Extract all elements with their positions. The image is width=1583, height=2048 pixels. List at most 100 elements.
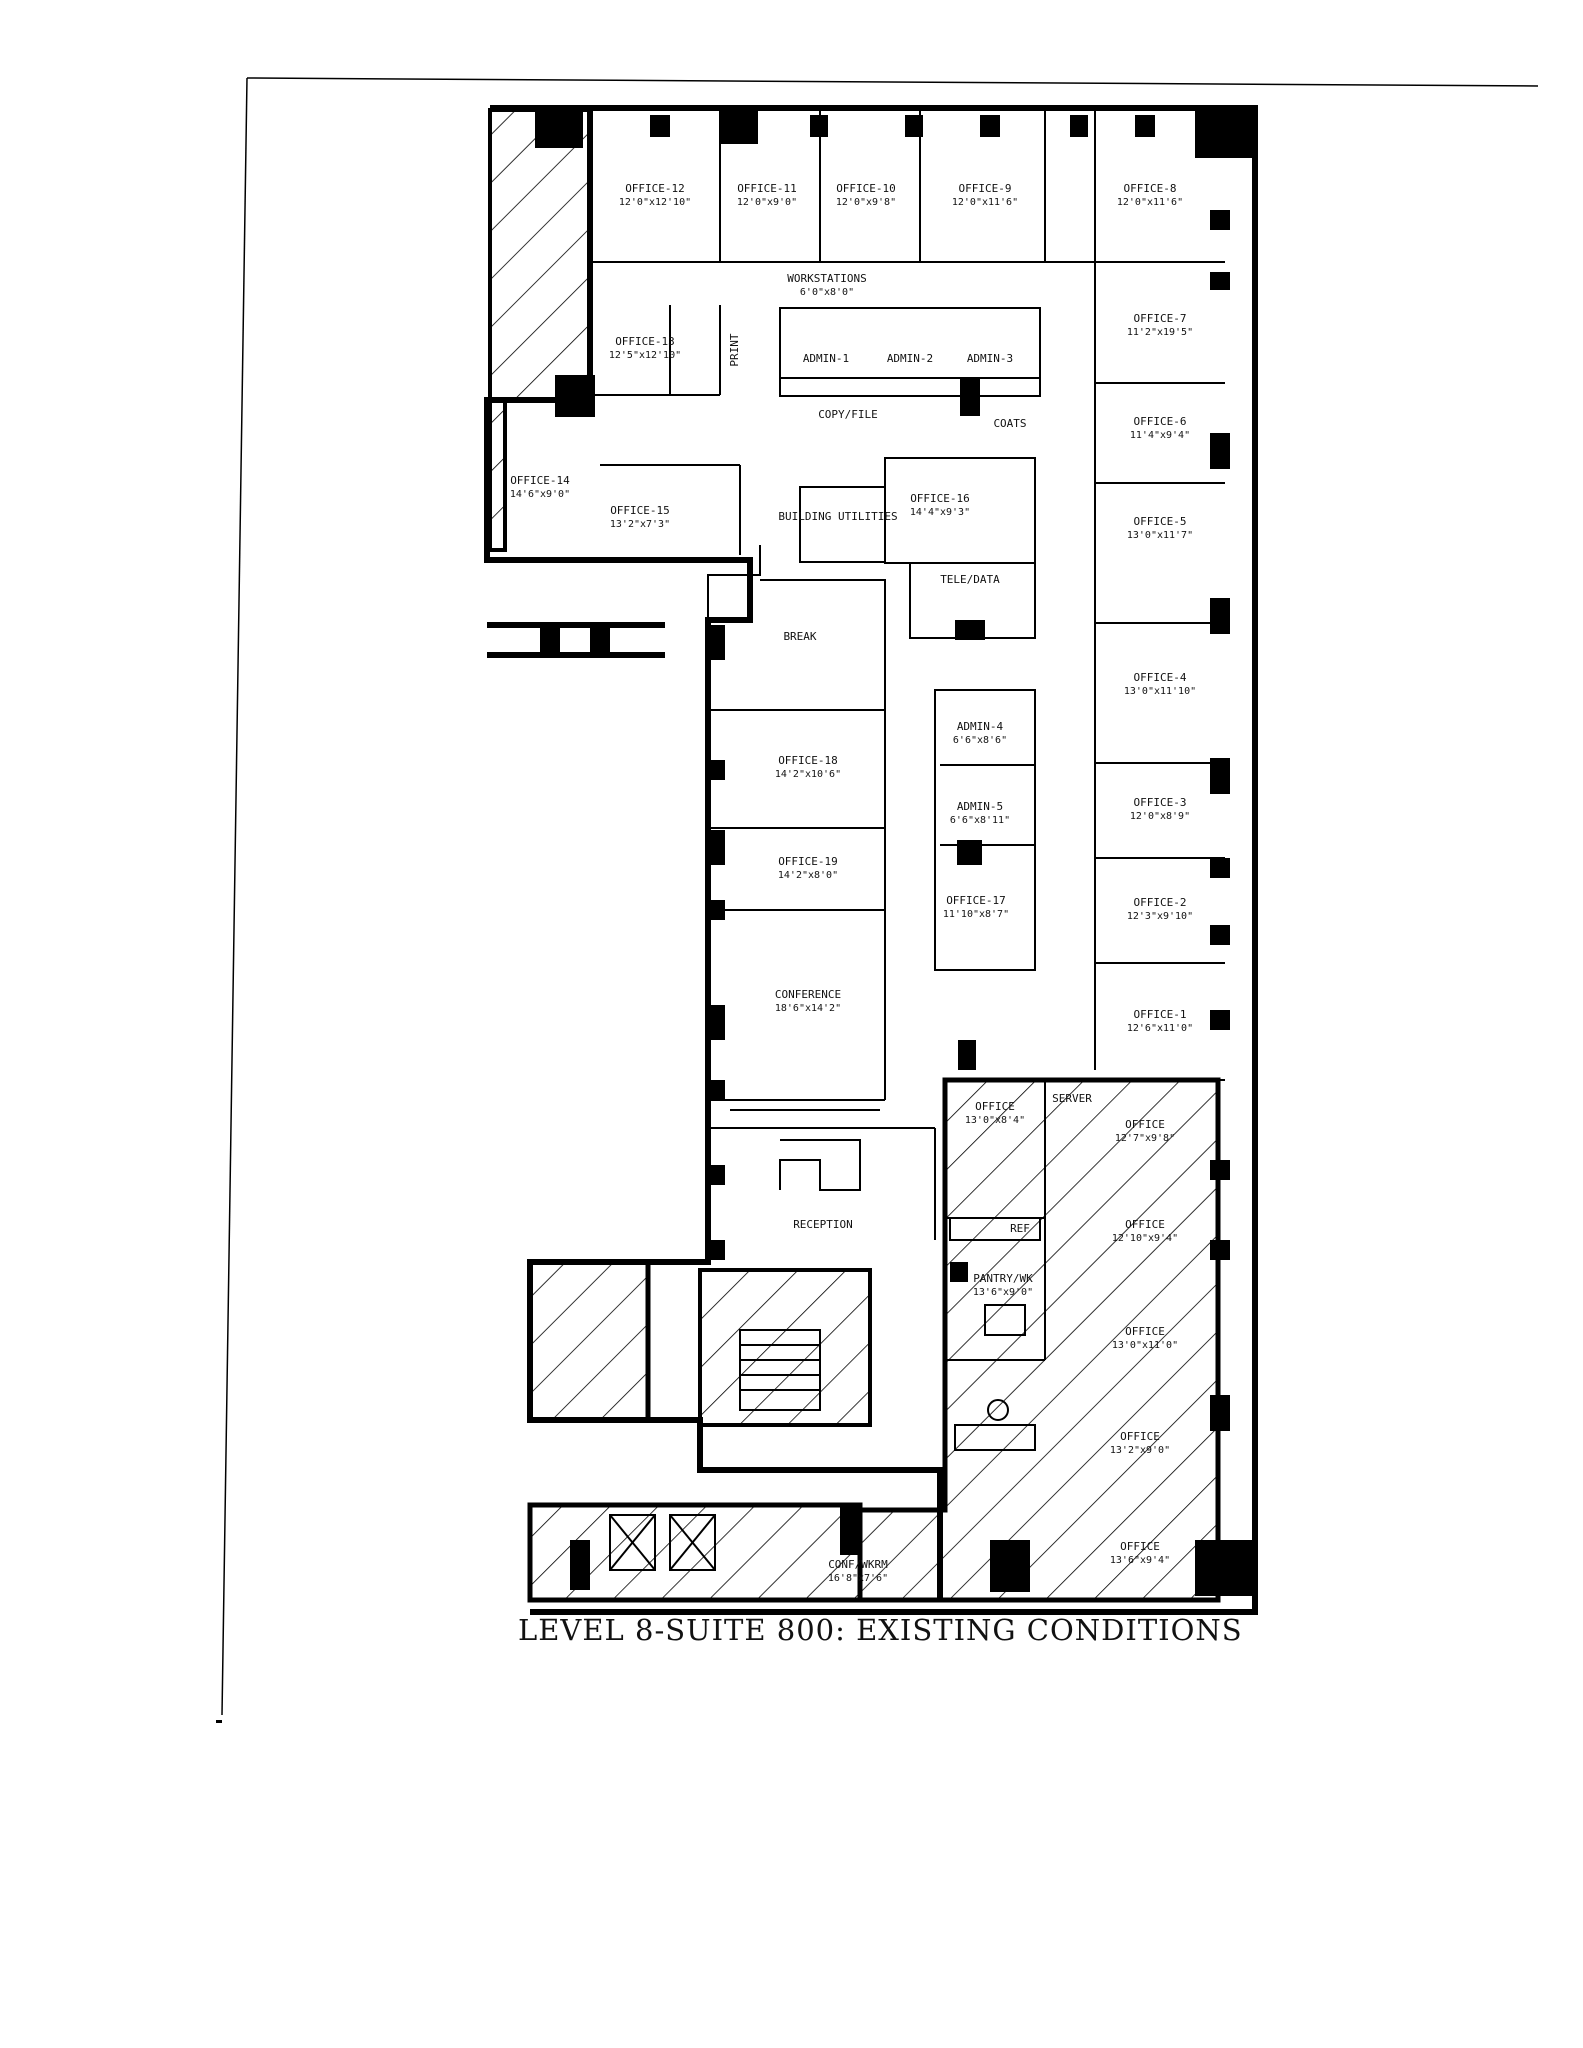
room-print: PRINT	[728, 333, 741, 366]
room-dimensions: 12'7"x9'8"	[1115, 1133, 1175, 1144]
room-office-5: OFFICE-5 13'0"x11'7"	[1127, 515, 1193, 541]
room-dimensions: 12'0"x8'9"	[1130, 811, 1190, 822]
room-name: OFFICE	[1120, 1540, 1160, 1553]
room-break: BREAK	[783, 630, 816, 643]
column	[535, 110, 583, 148]
room-name: COPY/FILE	[818, 408, 878, 421]
room-name: PANTRY/WK	[973, 1272, 1033, 1285]
room-name: OFFICE-7	[1134, 312, 1187, 325]
column	[958, 1040, 976, 1070]
column	[705, 625, 725, 660]
elevators	[609, 1514, 716, 1571]
column	[720, 110, 758, 144]
room-dimensions: 13'0"x11'7"	[1127, 530, 1193, 541]
room-dimensions: 12'0"x9'0"	[737, 197, 797, 208]
room-name: OFFICE-8	[1124, 182, 1177, 195]
outer-walls	[484, 105, 1258, 1615]
room-admin-1: ADMIN-1	[803, 352, 849, 365]
column	[1210, 272, 1230, 290]
column	[990, 1540, 1030, 1592]
room-dimensions: 11'4"x9'4"	[1130, 430, 1190, 441]
room-name: OFFICE-13	[615, 335, 675, 348]
room-conference: CONFERENCE 18'6"x14'2"	[775, 988, 841, 1014]
hatched-area-stair-block	[527, 1259, 651, 1423]
room-admin-4: ADMIN-4 6'6"x8'6"	[953, 720, 1007, 746]
room-name: OFFICE	[975, 1100, 1015, 1113]
room-name: ADMIN-4	[957, 720, 1004, 733]
room-name: ADMIN-5	[957, 800, 1003, 813]
column	[1210, 858, 1230, 878]
column	[705, 1005, 725, 1040]
room-dimensions: 13'0"x8'4"	[965, 1115, 1025, 1126]
room-coats: COATS	[993, 417, 1026, 430]
column	[555, 375, 595, 417]
column	[957, 840, 982, 865]
column	[590, 625, 610, 655]
room-office-3: OFFICE-312'0"x8'9"	[1130, 796, 1190, 822]
plan-title: LEVEL 8-SUITE 800: EXISTING CONDITIONS	[518, 1613, 1243, 1647]
column	[905, 115, 923, 137]
column	[570, 1540, 590, 1590]
room-name: OFFICE-17	[946, 894, 1006, 907]
room-office-a: OFFICE 13'0"x8'4"	[965, 1100, 1025, 1126]
column	[1210, 1160, 1230, 1180]
room-office-6: OFFICE-6 11'4"x9'4"	[1130, 415, 1190, 441]
room-dimensions: 16'8"x7'6"	[828, 1573, 888, 1584]
room-name: OFFICE-9	[959, 182, 1012, 195]
column	[705, 830, 725, 865]
room-dimensions: 13'6"x9'4"	[1110, 1555, 1170, 1566]
hatched-area-stair	[698, 1268, 872, 1427]
room-name: ADMIN-3	[967, 352, 1013, 365]
column	[1070, 115, 1088, 137]
room-name: OFFICE-12	[625, 182, 685, 195]
room-dimensions: 11'10"x8'7"	[943, 909, 1009, 920]
room-name: OFFICE-11	[737, 182, 797, 195]
column	[1210, 210, 1230, 230]
room-dimensions: 6'6"x8'6"	[953, 735, 1007, 746]
room-dimensions: 12'3"x9'10"	[1127, 911, 1193, 922]
room-dimensions: 18'6"x14'2"	[775, 1003, 841, 1014]
room-admin-5: ADMIN-5 6'6"x8'11"	[950, 800, 1010, 826]
room-name: REF	[1010, 1222, 1030, 1235]
room-name: OFFICE-5	[1134, 515, 1187, 528]
room-admin-2: ADMIN-2	[887, 352, 933, 365]
column	[1210, 433, 1230, 469]
room-dimensions: 12'0"x11'6"	[1117, 197, 1183, 208]
room-dimensions: 12'0"x11'6"	[952, 197, 1018, 208]
room-name: OFFICE-10	[836, 182, 896, 195]
room-pantry-wk: PANTRY/WK 13'6"x9'0"	[973, 1272, 1033, 1298]
room-name: SERVER	[1052, 1092, 1092, 1105]
room-name: CONFERENCE	[775, 988, 841, 1001]
room-dimensions: 13'6"x9'0"	[973, 1287, 1033, 1298]
room-name: OFFICE	[1125, 1325, 1165, 1338]
column	[955, 620, 985, 640]
hatched-areas	[488, 108, 1221, 1603]
column	[1135, 115, 1155, 137]
column	[705, 1080, 725, 1100]
room-dimensions: 14'2"x10'6"	[775, 769, 841, 780]
room-dimensions: 6'6"x8'11"	[950, 815, 1010, 826]
room-name: RECEPTION	[793, 1218, 853, 1231]
room-name: CONF/WKRM	[828, 1558, 888, 1571]
room-name: OFFICE-4	[1134, 671, 1187, 684]
room-name: OFFICE-6	[1134, 415, 1187, 428]
room-office-4: OFFICE-413'0"x11'10"	[1124, 671, 1196, 697]
room-dimensions: 12'10"x9'4"	[1112, 1233, 1178, 1244]
room-dimensions: 6'0"x8'0"	[800, 287, 854, 298]
room-reception: RECEPTION	[793, 1218, 853, 1231]
interior-walls	[589, 108, 1225, 1510]
column	[1195, 1540, 1255, 1596]
room-name: OFFICE-15	[610, 504, 670, 517]
room-office-1: OFFICE-112'6"x11'0"	[1127, 1008, 1193, 1034]
room-dimensions: 14'2"x8'0"	[778, 870, 838, 881]
